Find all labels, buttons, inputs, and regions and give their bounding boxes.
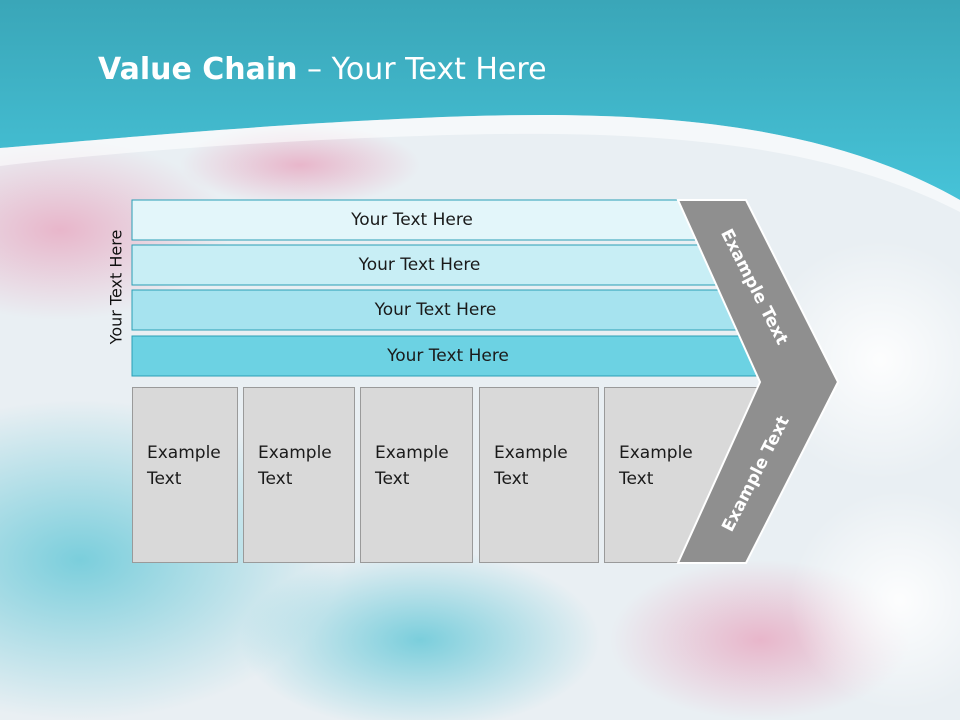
title-bold: Value Chain <box>98 52 298 87</box>
band-label: Your Text Here <box>374 300 497 320</box>
band-4: Your Text Here <box>131 335 783 377</box>
box-line-2: Text <box>258 469 293 489</box>
box-line-2: Text <box>619 469 654 489</box>
band-label: Your Text Here <box>351 210 473 230</box>
band-3: Your Text Here <box>131 289 758 331</box>
box-line-1: Example <box>375 443 449 463</box>
chevron-shape <box>676 199 840 564</box>
box-line-2: Text <box>147 469 182 489</box>
slide-title: Value Chain – Your Text Here <box>98 52 547 87</box>
box-line-1: Example <box>258 443 332 463</box>
box-line-1: Example <box>147 443 221 463</box>
box-line-1: Example <box>619 443 693 463</box>
box-line-2: Text <box>494 469 529 489</box>
box-line-2: Text <box>375 469 410 489</box>
box-line-1: Example <box>494 443 568 463</box>
band-label: Your Text Here <box>387 346 509 366</box>
title-rest: – Your Text Here <box>297 52 547 87</box>
band-label: Your Text Here <box>358 255 481 275</box>
